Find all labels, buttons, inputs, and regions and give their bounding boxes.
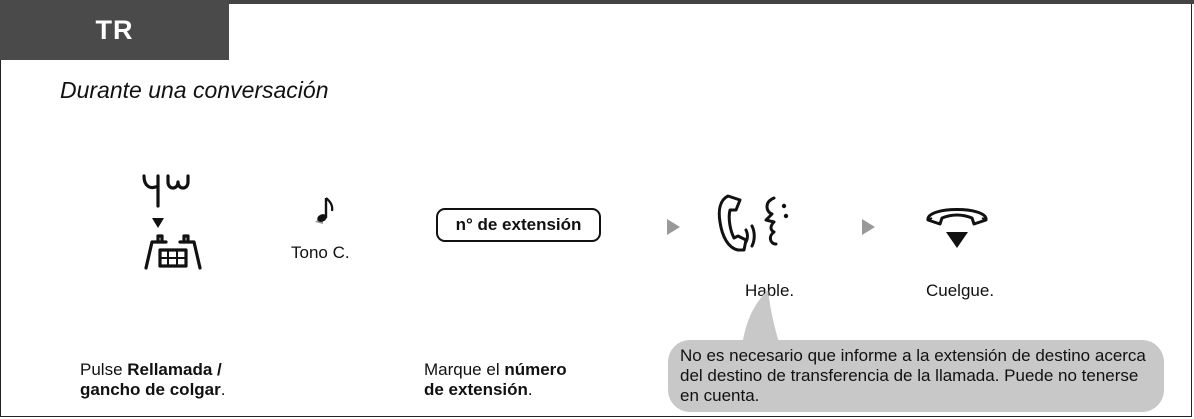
- note-bubble-tail: [742, 290, 780, 346]
- arrow-right-icon: [862, 219, 875, 235]
- header-tab: TR: [0, 0, 229, 60]
- dial-instruction: Marque el número de extensión.: [424, 360, 567, 399]
- hangup-label: Cuelgue.: [926, 281, 995, 300]
- extension-number-chip: n° de extensión: [436, 208, 601, 242]
- press-instruction: Pulse Rellamada / gancho de colgar.: [80, 360, 226, 399]
- talk-label: Hable.: [745, 281, 795, 300]
- arrow-right-icon: [667, 219, 680, 235]
- handset-talk-icon: [717, 194, 789, 252]
- note-bubble: No es necesario que informe a la extensi…: [668, 340, 1164, 412]
- tone-label: Tono C.: [291, 243, 350, 262]
- music-note-icon: [315, 197, 334, 224]
- press-flash-hook-icon: [142, 174, 202, 270]
- page-subtitle: Durante una conversación: [60, 77, 329, 103]
- top-rule: [0, 0, 1194, 4]
- hang-up-icon: [926, 208, 988, 248]
